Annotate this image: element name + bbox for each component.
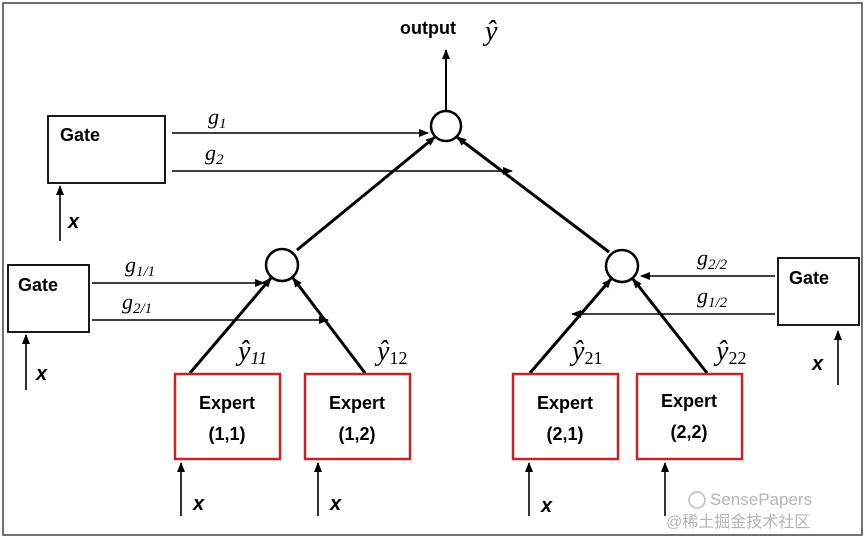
top-gate-input-x: x — [67, 211, 80, 233]
expert-2-1: Expert (2,1) — [511, 372, 620, 461]
g2-label: g2 — [205, 140, 224, 168]
right-combiner-node — [604, 248, 640, 284]
g11-label: g1/1 — [125, 252, 155, 280]
top-gate-label: Gate — [60, 125, 100, 145]
yhat12-label: ŷ12 — [374, 336, 407, 368]
expert-2-1-title: Expert — [537, 393, 593, 413]
expert12-input-x: x — [329, 493, 342, 515]
expert-2-1-index: (2,1) — [546, 424, 583, 444]
expert-1-2-title: Expert — [329, 393, 385, 413]
expert-1-1-title: Expert — [199, 393, 255, 413]
g12-label: g1/2 — [697, 283, 728, 311]
expert22-to-right-node-arrow — [631, 278, 709, 374]
left-combiner-node — [264, 247, 300, 283]
left-gate-box — [7, 264, 90, 333]
watermark: SensePapers @稀土掘金技术社区 — [666, 490, 812, 531]
expert-2-2-index: (2,2) — [670, 422, 707, 442]
expert21-to-right-node-arrow — [528, 278, 613, 374]
g22-label: g2/2 — [697, 245, 728, 273]
expert-1-2: Expert (1,2) — [303, 372, 412, 461]
watermark-line2: @稀土掘金技术社区 — [666, 513, 810, 531]
yhat11-label: ŷ11 — [235, 336, 267, 368]
output-label: output — [400, 18, 456, 38]
expert21-input-x: x — [540, 495, 553, 517]
top-gate-box — [47, 115, 166, 184]
left-gate-label: Gate — [18, 275, 58, 295]
left-node-to-top-arrow — [296, 135, 436, 252]
g21-label: g2/1 — [122, 289, 152, 317]
top-combiner-node — [429, 109, 463, 143]
expert12-to-left-node-arrow — [291, 277, 367, 374]
expert-2-2-title: Expert — [661, 391, 717, 411]
right-gate-label: Gate — [789, 268, 829, 288]
expert-1-1: Expert (1,1) — [173, 372, 282, 461]
expert-1-1-index: (1,1) — [208, 424, 245, 444]
watermark-logo-icon — [688, 491, 706, 509]
watermark-line1: SensePapers — [710, 490, 812, 509]
left-gate-input-x: x — [35, 363, 48, 385]
expert11-to-left-node-arrow — [188, 277, 273, 374]
right-node-to-top-arrow — [456, 135, 610, 254]
right-gate-box — [777, 257, 860, 326]
yhat21-label: ŷ21 — [569, 336, 602, 368]
expert-1-2-index: (1,2) — [338, 424, 375, 444]
g1-label: g1 — [208, 104, 227, 132]
yhat22-label: ŷ22 — [713, 336, 746, 368]
right-gate-input-x: x — [811, 353, 824, 375]
expert11-input-x: x — [192, 493, 205, 515]
output-symbol: ŷ — [482, 16, 498, 47]
expert-2-2: Expert (2,2) — [635, 372, 744, 461]
